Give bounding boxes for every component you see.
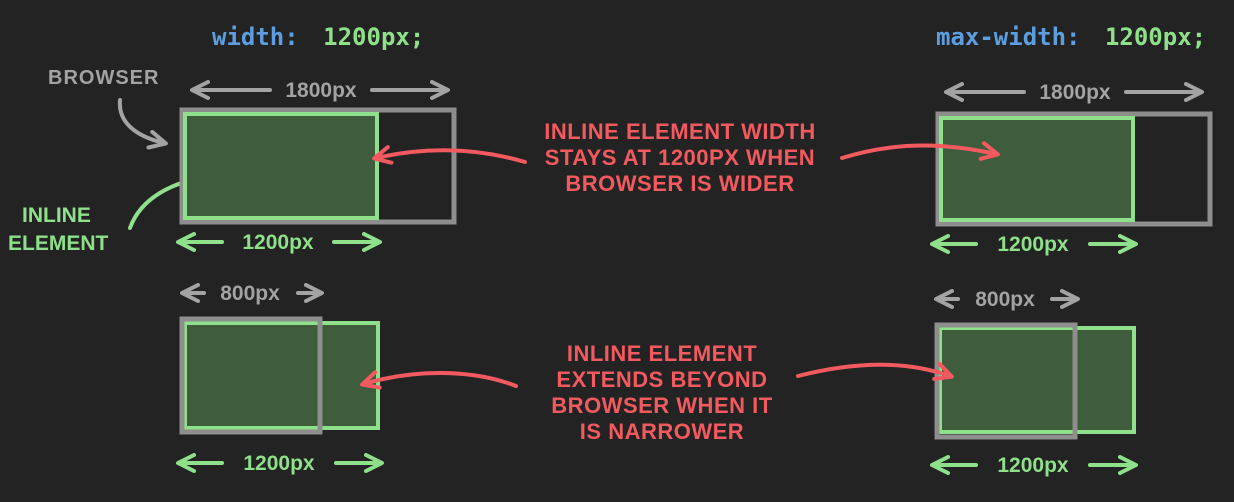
top-note-line: BROWSER IS WIDER [565,171,794,196]
right-header-value: 1200px; [1105,23,1206,51]
top-note: INLINE ELEMENT WIDTH STAYS AT 1200PX WHE… [544,119,816,196]
inline-element-box [183,112,379,220]
element-width-label: 1200px [997,454,1069,477]
left-header-prop: width: [212,23,299,51]
inline-label-line1: INLINE [22,204,91,227]
bottom-note-arrow-right [796,361,954,381]
browser-width-label: 800px [975,288,1035,311]
bottom-note-line: IS NARROWER [580,419,744,444]
top-note-line: STAYS AT 1200PX WHEN [545,145,815,170]
top-left-diagram: 1800px 1200px [176,79,457,254]
right-header: max-width: 1200px; [936,23,1206,51]
inline-element-box [938,326,1136,434]
element-width-label: 1200px [242,231,314,254]
left-header: width: 1200px; [212,23,424,51]
top-note-arrow-left [372,145,527,165]
left-header-value: 1200px; [323,23,424,51]
inline-element-box [183,321,380,430]
browser-box [179,107,457,225]
browser-width-label: 1800px [1039,81,1111,104]
bottom-right-diagram: 800px 1200px [930,288,1138,477]
inline-element-box [939,116,1135,222]
inline-label-line2: ELEMENT [8,232,109,255]
top-note-arrow-right [840,141,1000,161]
browser-box [935,111,1213,227]
browser-width-label: 1800px [285,79,357,102]
top-note-line: INLINE ELEMENT WIDTH [544,119,816,144]
browser-width-label: 800px [220,282,280,305]
browser-label: BROWSER [48,67,159,89]
bottom-note: INLINE ELEMENT EXTENDS BEYOND BROWSER WH… [551,341,772,444]
right-header-prop: max-width: [936,23,1081,51]
bottom-note-line: EXTENDS BEYOND [556,367,767,392]
bottom-note-line: INLINE ELEMENT [567,341,757,366]
browser-box [179,316,323,435]
bottom-note-arrow-left [360,370,518,390]
bottom-left-diagram: 800px 1200px [176,282,384,475]
browser-box [934,322,1078,440]
bottom-note-line: BROWSER WHEN IT [551,393,772,418]
element-width-label: 1200px [243,452,315,475]
element-width-label: 1200px [997,233,1069,256]
browser-pointer-arrow [117,98,168,150]
top-right-diagram: 1800px 1200px [930,81,1213,256]
